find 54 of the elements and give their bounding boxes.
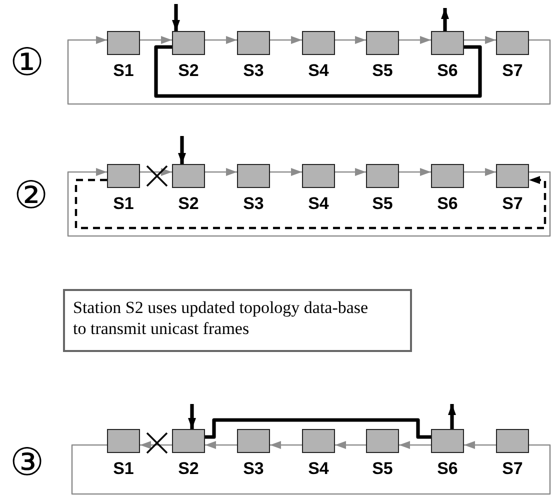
station-label: S7 xyxy=(501,459,524,479)
line xyxy=(205,418,431,439)
arrow xyxy=(335,168,366,176)
arrow xyxy=(67,36,551,105)
arrow xyxy=(140,168,172,176)
arrow xyxy=(74,176,546,230)
station-label: S4 xyxy=(307,61,330,81)
arrow xyxy=(270,36,302,44)
arrow xyxy=(399,36,431,44)
line xyxy=(154,45,482,98)
arrow xyxy=(399,441,431,449)
station-label: S7 xyxy=(501,61,524,81)
station-label: S3 xyxy=(242,61,265,81)
arrow xyxy=(399,168,431,176)
arrow xyxy=(205,168,237,176)
step-number: ② xyxy=(14,173,48,217)
arrow xyxy=(140,441,172,449)
arrow xyxy=(67,168,551,237)
step-number: ① xyxy=(10,40,44,84)
arrow xyxy=(464,441,496,449)
arrow xyxy=(205,36,237,44)
arrow xyxy=(172,4,180,31)
arrow xyxy=(178,136,186,164)
station-label: S5 xyxy=(371,61,394,81)
arrow xyxy=(441,8,449,31)
arrow xyxy=(270,168,302,176)
station-label: S6 xyxy=(436,194,459,214)
arrow xyxy=(464,36,496,44)
arrow xyxy=(140,36,172,44)
station-label: S1 xyxy=(112,194,135,214)
station-label: S2 xyxy=(177,459,200,479)
line xyxy=(71,444,551,495)
arrow xyxy=(205,441,237,449)
arrow xyxy=(188,404,196,429)
station-label: S4 xyxy=(307,459,330,479)
arrow xyxy=(270,441,302,449)
arrow xyxy=(464,168,496,176)
station-label: S5 xyxy=(371,194,394,214)
station-label: S1 xyxy=(112,459,135,479)
station-label: S3 xyxy=(242,194,265,214)
station-label: S1 xyxy=(112,61,135,81)
note-box: Station S2 uses updated topology data-base to transmit unicast frames xyxy=(63,289,412,352)
station-label: S6 xyxy=(436,61,459,81)
station-label: S6 xyxy=(436,459,459,479)
arrow xyxy=(335,441,366,449)
arrow xyxy=(448,404,456,429)
step-number: ③ xyxy=(10,440,44,484)
station-label: S3 xyxy=(242,459,265,479)
station-label: S2 xyxy=(177,194,200,214)
station-label: S2 xyxy=(177,61,200,81)
station-label: S7 xyxy=(501,194,524,214)
station-label: S4 xyxy=(307,194,330,214)
arrow xyxy=(335,36,366,44)
station-label: S5 xyxy=(371,459,394,479)
